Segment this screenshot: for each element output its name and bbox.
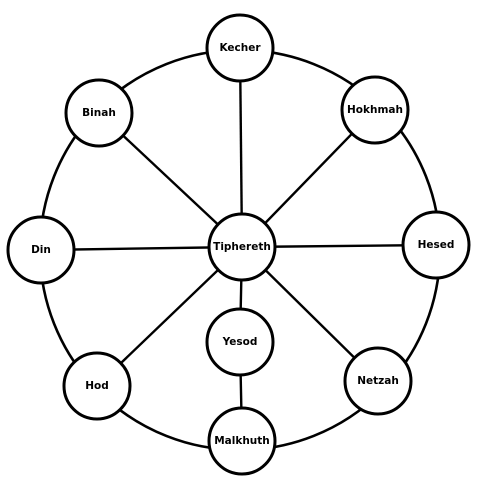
node-hod: Hod	[62, 351, 132, 421]
node-circle-din	[6, 215, 76, 285]
node-circle-binah	[64, 78, 134, 148]
node-label-kecher: Kecher	[219, 42, 261, 54]
node-binah: Binah	[64, 78, 134, 148]
node-label-hokhmah: Hokhmah	[347, 104, 403, 116]
node-hesed: Hesed	[401, 210, 471, 280]
node-label-hesed: Hesed	[418, 239, 455, 251]
node-yesod: Yesod	[205, 307, 275, 377]
node-label-din: Din	[31, 244, 51, 256]
node-din: Din	[6, 215, 76, 285]
node-label-malkhuth: Malkhuth	[214, 435, 270, 447]
node-circle-hod	[62, 351, 132, 421]
node-hokhmah: Hokhmah	[340, 75, 410, 145]
node-label-yesod: Yesod	[222, 336, 258, 348]
node-circle-hesed	[401, 210, 471, 280]
node-label-netzah: Netzah	[357, 375, 399, 387]
node-kecher: Kecher	[205, 13, 275, 83]
node-netzah: Netzah	[343, 346, 413, 416]
node-label-tiphereth: Tiphereth	[213, 241, 271, 253]
node-circle-yesod	[205, 307, 275, 377]
node-circle-malkhuth	[207, 406, 277, 476]
node-circle-tiphereth	[207, 212, 277, 282]
node-label-binah: Binah	[82, 107, 116, 119]
node-malkhuth: Malkhuth	[207, 406, 277, 476]
node-label-hod: Hod	[85, 380, 109, 392]
node-tiphereth: Tiphereth	[207, 212, 277, 282]
node-circle-netzah	[343, 346, 413, 416]
node-circle-hokhmah	[340, 75, 410, 145]
node-circle-kecher	[205, 13, 275, 83]
